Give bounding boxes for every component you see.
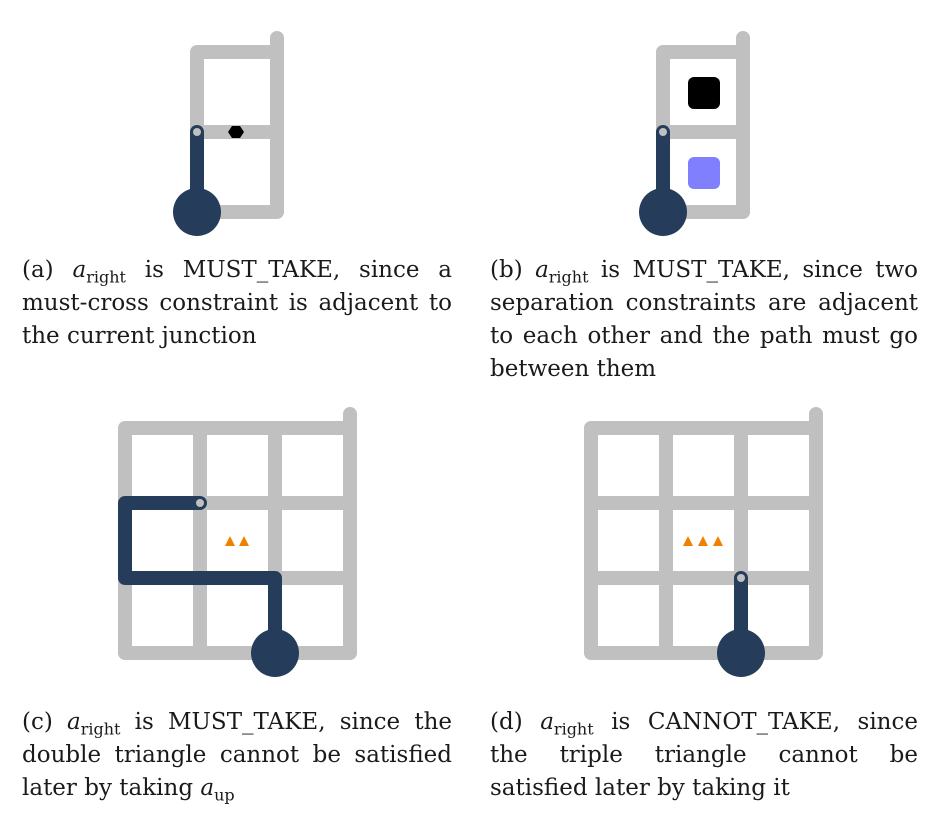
panel-a-path-start xyxy=(173,188,221,236)
panel-d-triple-triangle-1 xyxy=(683,536,693,546)
caption-b-text: is MUST_TAKE, since two separation const… xyxy=(490,257,918,382)
panel-c-double-triangle-1 xyxy=(225,536,235,546)
panel-c-puzzle xyxy=(118,407,357,677)
panel-d-triple-triangle-3 xyxy=(713,536,723,546)
panel-d-grid xyxy=(584,407,823,660)
caption-c-var2: a xyxy=(200,775,215,801)
caption-d: (d) aright is CANNOT_TAKE, since the tri… xyxy=(490,706,918,805)
caption-c: (c) aright is MUST_TAKE, since the doubl… xyxy=(22,706,452,805)
panel-d-triple-triangle-2 xyxy=(698,536,708,546)
caption-d-var: a xyxy=(540,709,554,735)
caption-d-sub: right xyxy=(553,719,594,739)
caption-a-tag: (a) xyxy=(22,257,54,283)
panel-c-path-head xyxy=(196,499,204,507)
panel-a-must-cross-hexagon xyxy=(228,126,244,138)
panel-c-double-triangle-2 xyxy=(239,536,249,546)
caption-b-tag: (b) xyxy=(490,257,523,283)
caption-d-text: is CANNOT_TAKE, since the triple triangl… xyxy=(490,709,918,801)
caption-b: (b) aright is MUST_TAKE, since two separ… xyxy=(490,254,918,386)
panel-a-path-head xyxy=(193,128,201,136)
caption-a-sub: right xyxy=(86,267,126,287)
panel-b-path-start xyxy=(639,188,687,236)
panel-a-grid xyxy=(190,31,284,219)
caption-a-text: is MUST_TAKE, since a must-cross constra… xyxy=(22,257,453,349)
panel-b-black-square xyxy=(688,77,720,109)
panel-d-puzzle xyxy=(584,407,823,677)
panel-a-puzzle xyxy=(173,31,284,236)
caption-b-sub: right xyxy=(548,267,589,287)
caption-b-var: a xyxy=(535,257,549,283)
caption-c-text: is MUST_TAKE, since the double triangle … xyxy=(22,709,453,801)
panel-c-path-start xyxy=(251,629,299,677)
caption-a-var: a xyxy=(72,257,87,283)
panel-b-purple-square xyxy=(688,157,720,189)
caption-c-sub: right xyxy=(80,719,121,739)
panel-d-path-head xyxy=(737,574,745,582)
caption-c-tag: (c) xyxy=(22,709,53,735)
panel-b-puzzle xyxy=(639,31,750,236)
panel-d-path-start xyxy=(717,629,765,677)
caption-d-tag: (d) xyxy=(490,709,523,735)
panel-c-grid xyxy=(118,407,357,660)
panel-b-path-head xyxy=(659,128,667,136)
caption-a: (a) aright is MUST_TAKE, since a must-cr… xyxy=(22,254,452,353)
caption-c-var: a xyxy=(67,709,81,735)
panel-c-path xyxy=(118,496,282,660)
caption-c-sub2: up xyxy=(214,785,235,805)
